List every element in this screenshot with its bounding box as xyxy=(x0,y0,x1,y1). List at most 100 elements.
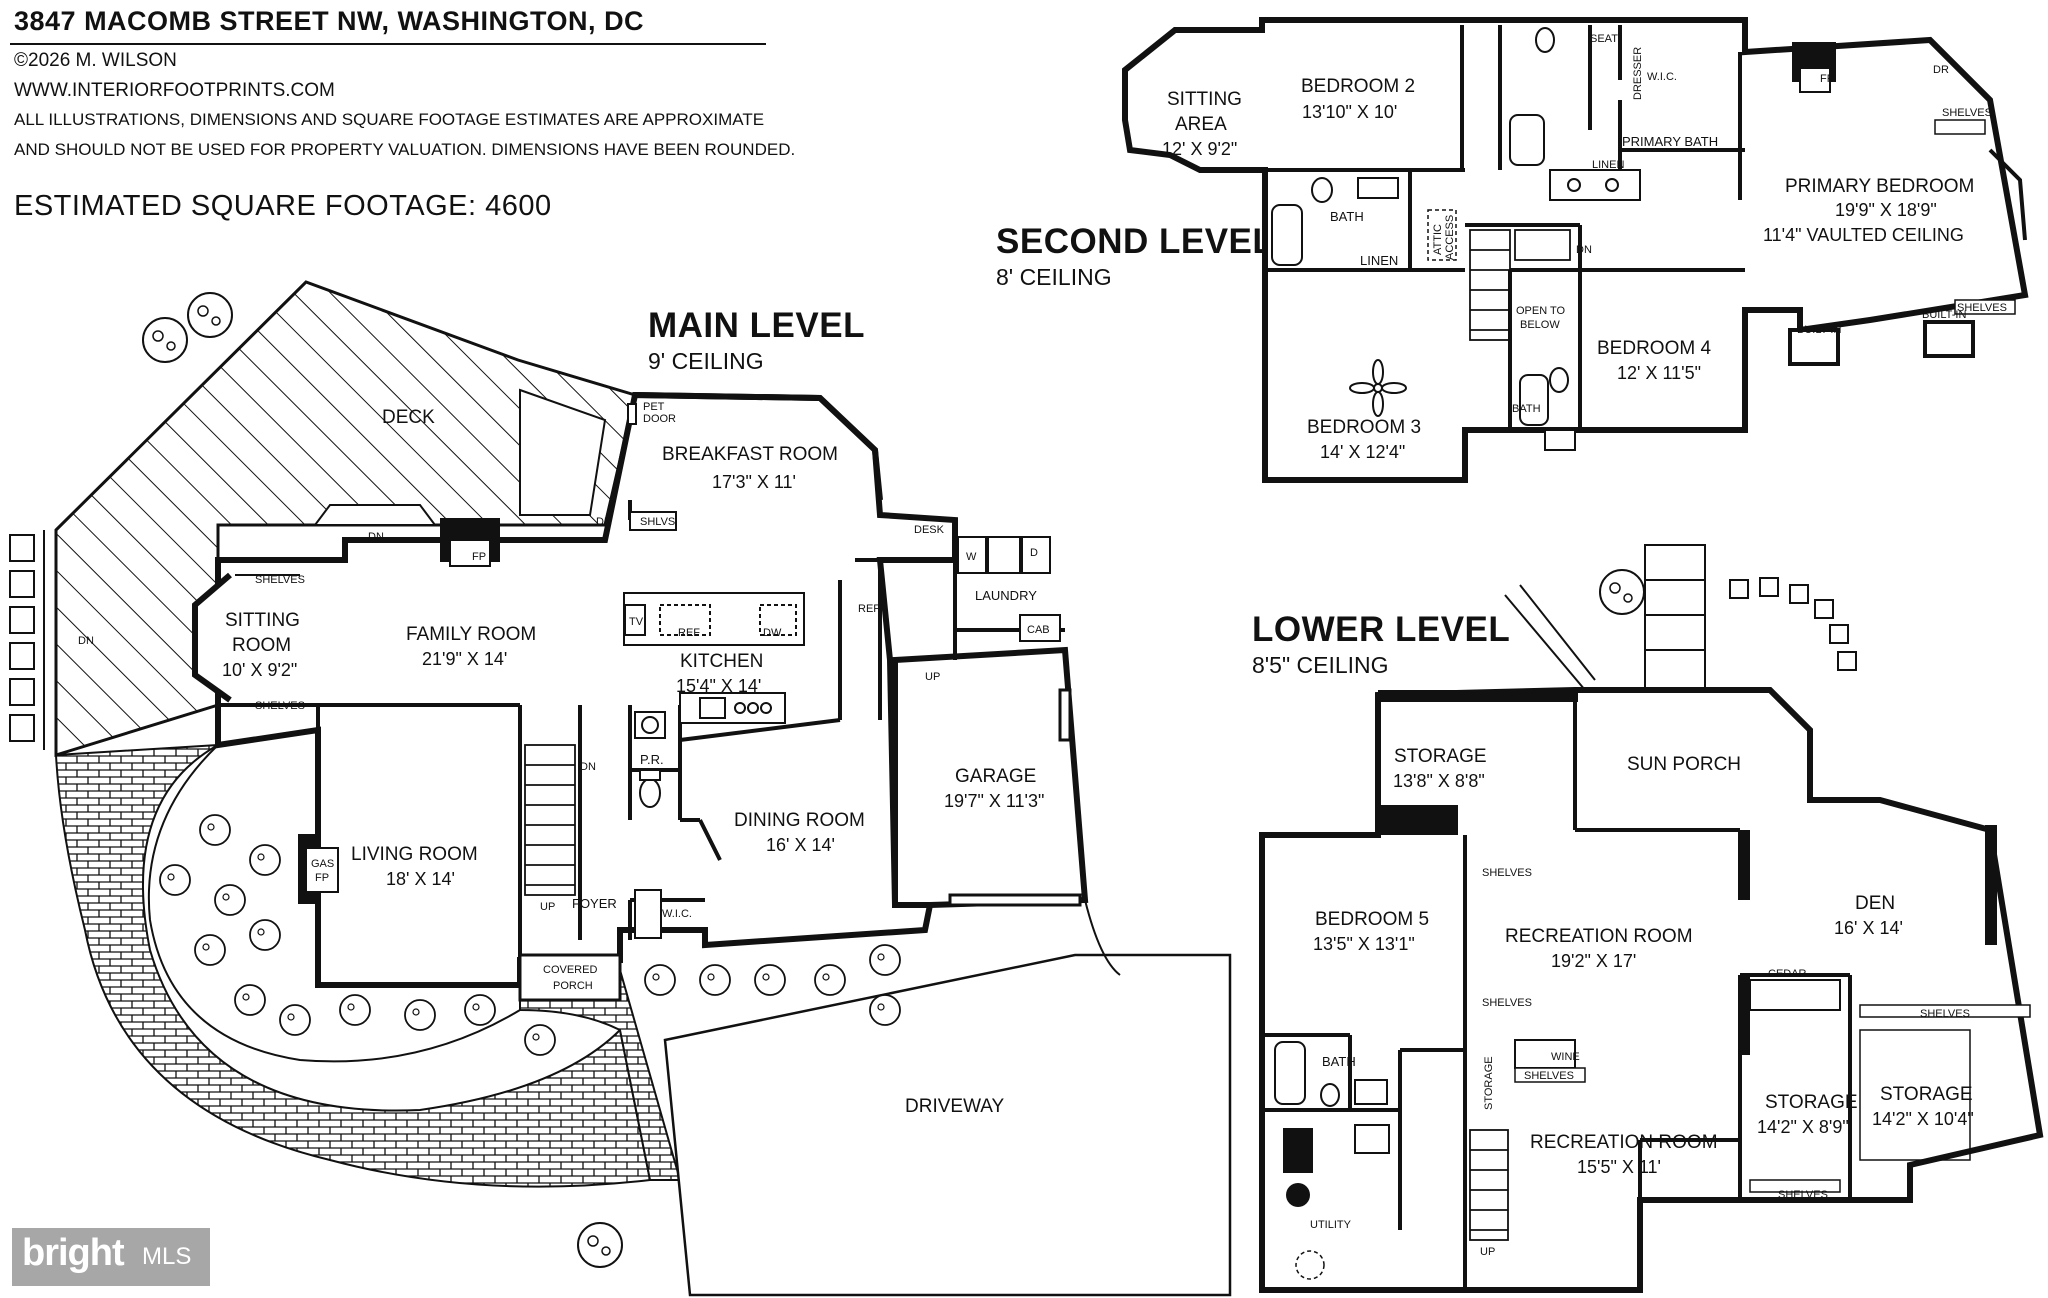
lower-exterior-features xyxy=(1504,544,1857,691)
storage-inner xyxy=(1859,1029,1971,1161)
deck-dn-right: DN xyxy=(596,516,612,528)
bath-label-second-2: BATH xyxy=(1512,403,1541,415)
bedroom-4-dim: 12' X 11'5" xyxy=(1617,363,1701,383)
shrub-icon xyxy=(869,944,901,976)
header-rule xyxy=(10,43,766,45)
family-room-name: FAMILY ROOM xyxy=(406,624,536,645)
bath-label-second: BATH xyxy=(1330,209,1364,224)
covered-porch xyxy=(518,953,622,1002)
bright-mls-badge: bright MLS xyxy=(12,1228,210,1286)
breakfast-room-name: BREAKFAST ROOM xyxy=(662,444,838,465)
address-title: 3847 MACOMB STREET NW, WASHINGTON, DC xyxy=(14,6,645,36)
water-heater xyxy=(1286,1183,1310,1207)
kitchen-counter xyxy=(679,692,786,724)
kitchen-name: KITCHEN xyxy=(680,651,763,672)
lower-bath-fixtures xyxy=(1274,1041,1390,1154)
lower-level-title: LOWER LEVEL xyxy=(1252,610,1511,649)
kitchen-island xyxy=(623,592,805,646)
main-level-title: MAIN LEVEL xyxy=(648,306,865,345)
ceiling-fan-icon xyxy=(1349,359,1407,417)
breakfast-bay-wall xyxy=(634,392,883,501)
disclaimer-line-2: AND SHOULD NOT BE USED FOR PROPERTY VALU… xyxy=(14,140,796,159)
website-link[interactable]: WWW.INTERIORFOOTPRINTS.COM xyxy=(14,80,335,101)
shrub-icon xyxy=(524,1024,556,1056)
pet-door-label-2: DOOR xyxy=(643,413,676,425)
second-level-ceiling: 8' CEILING xyxy=(996,264,1112,290)
primary-bedroom-ceiling: 11'4" VAULTED CEILING xyxy=(1763,225,1964,245)
brick-walkway-front xyxy=(519,969,682,1181)
storage-3-dim: 14'2" X 10'4" xyxy=(1872,1109,1974,1129)
storage-3-name: STORAGE xyxy=(1880,1084,1973,1105)
deck-inner-platform xyxy=(519,388,607,516)
lower-stairs-up: UP xyxy=(1480,1246,1495,1258)
shrub-icon xyxy=(214,884,246,916)
open-to-label: OPEN TO xyxy=(1516,305,1566,317)
second-bath-fixtures xyxy=(1271,27,1641,451)
storage-vertical-label: STORAGE xyxy=(1483,1056,1495,1110)
living-room-name: LIVING ROOM xyxy=(351,844,478,865)
dn-label-second: DN xyxy=(1576,244,1592,256)
linen-label-primary: LINEN xyxy=(1592,159,1624,171)
powder-room-label: P.R. xyxy=(640,752,664,767)
kitchen-dim: 15'4" X 14' xyxy=(676,676,761,696)
shrub-icon xyxy=(249,919,281,951)
second-interior-walls xyxy=(1265,25,1745,430)
shrub-icon xyxy=(644,964,676,996)
foyer-label: FOYER xyxy=(572,896,617,911)
lower-right-wall xyxy=(1985,825,1997,945)
dining-room-name: DINING ROOM xyxy=(734,810,865,831)
wine-rack xyxy=(1514,1039,1576,1069)
bath-label-lower: BATH xyxy=(1322,1054,1356,1069)
built-in-label-right: BUILT-IN xyxy=(1922,309,1966,321)
deck-landing xyxy=(313,504,437,526)
primary-fireplace-box xyxy=(1799,67,1831,93)
bedroom-3-name: BEDROOM 3 xyxy=(1307,417,1421,438)
primary-bedroom-dim: 19'9" X 18'9" xyxy=(1835,200,1937,220)
storage-2-dim: 14'2" X 8'9" xyxy=(1757,1117,1849,1137)
shrub-icon xyxy=(814,964,846,996)
powder-room-fixtures xyxy=(634,711,666,808)
shrub-icon xyxy=(869,994,901,1026)
shelves-box xyxy=(629,511,677,531)
badge-mls: MLS xyxy=(142,1243,192,1270)
main-level-plan: DECK BREAKFAST ROOM 17'3" X 11' SITTING … xyxy=(9,280,1232,1297)
second-level-heading: SECOND LEVEL 8' CEILING xyxy=(996,222,1274,291)
ref-island-label: REF xyxy=(678,627,700,639)
dw-label: DW xyxy=(763,627,782,639)
recreation-room-1-name: RECREATION ROOM xyxy=(1505,926,1693,947)
shlvs-label: SHLVS xyxy=(640,516,675,528)
cedar-label: CEDAR xyxy=(1768,968,1807,980)
shelves-right xyxy=(1859,1004,2031,1018)
tv-label: TV xyxy=(629,616,644,628)
lower-level-ceiling: 8'5" CEILING xyxy=(1252,652,1389,678)
sitting-room-name: SITTING xyxy=(225,610,300,631)
seat-label: SEAT xyxy=(1590,33,1618,45)
dryer-label: D xyxy=(1030,547,1038,559)
lower-level-heading: LOWER LEVEL 8'5" CEILING xyxy=(1252,610,1510,679)
lower-thick-wall-block xyxy=(1378,805,1458,835)
built-in-bumps xyxy=(1788,320,1975,366)
shelves-label-lower-4: SHELVES xyxy=(1920,1008,1970,1020)
stairs-dn: DN xyxy=(580,761,596,773)
sitting-room-bay xyxy=(192,572,232,703)
shrub-icon xyxy=(699,964,731,996)
bedroom-3-dim: 14' X 12'4" xyxy=(1320,442,1405,462)
driveway-label: DRIVEWAY xyxy=(905,1096,1005,1117)
main-level-ceiling: 9' CEILING xyxy=(648,348,764,374)
garage-up: UP xyxy=(925,671,940,683)
dining-room-dim: 16' X 14' xyxy=(766,835,835,855)
wic-label: W.I.C. xyxy=(662,908,692,920)
cab-label: CAB xyxy=(1027,624,1050,636)
recreation-room-1-dim: 19'2" X 17' xyxy=(1551,951,1636,971)
shrub-icon xyxy=(279,1004,311,1036)
shelves-label-lower-2: SHELVES xyxy=(1482,997,1532,1009)
shrub-icon xyxy=(464,994,496,1026)
covered-porch-label-2: PORCH xyxy=(553,980,593,992)
deck-steps xyxy=(9,530,45,750)
sitting-room-name-2: ROOM xyxy=(232,635,291,656)
lower-interior-walls xyxy=(1262,702,1852,1290)
second-stairs xyxy=(1469,229,1571,341)
storage-2-name: STORAGE xyxy=(1765,1092,1858,1113)
main-stairs xyxy=(524,744,576,896)
shrub-icon xyxy=(249,844,281,876)
